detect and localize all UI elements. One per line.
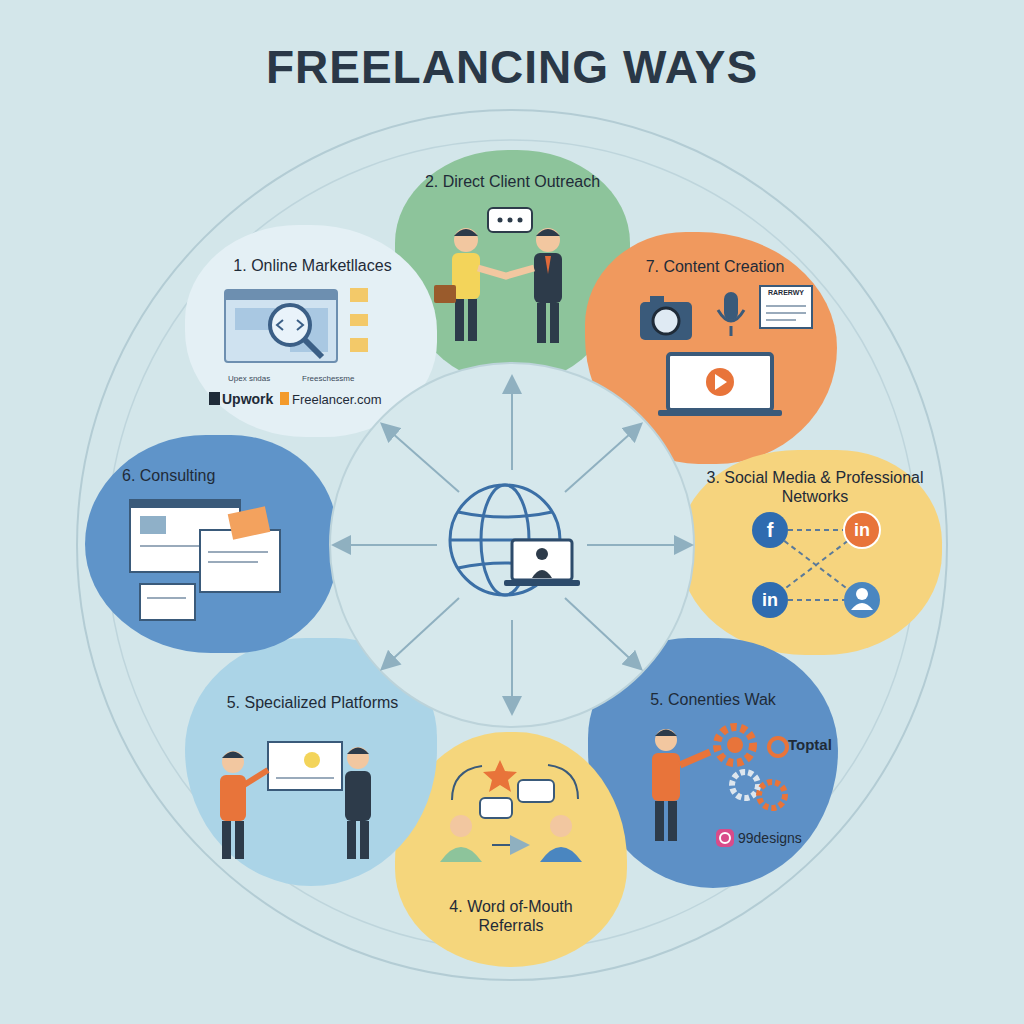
spoke-arrows: [335, 378, 690, 712]
logo-label: Toptal: [788, 736, 848, 754]
logo-label: Freeschessme: [302, 374, 392, 384]
marketplace-illustration: [209, 288, 368, 405]
petal-heading: 2. Direct Client Outreach: [410, 172, 615, 191]
documents-illustration: [130, 500, 280, 620]
presentation-illustration: [220, 742, 371, 859]
logo-label: Freelancer.com: [292, 392, 412, 408]
logo-label: in: [848, 520, 876, 542]
logo-label: Upwork: [222, 391, 284, 408]
petal-heading: 7. Content Creation: [610, 257, 820, 276]
petal-node: 6. Consulting: [85, 435, 337, 653]
petal-node: 7. Content CreationRARERWY: [585, 232, 837, 464]
petal-heading: 6. Consulting: [122, 466, 312, 485]
outer-ring: [77, 110, 947, 980]
petal-heading: 5. Specialized Platforms: [200, 693, 425, 712]
handshake-illustration: [434, 208, 562, 343]
logo-label: Upex sndas: [228, 374, 298, 384]
gears-illustration: [652, 727, 787, 847]
logo-label: f: [758, 518, 782, 542]
petal-heading: 5. Conenties Wak: [608, 690, 818, 709]
logo-label: in: [756, 590, 784, 612]
petal-node: 3. Social Media & Professional Networks f…: [680, 450, 942, 655]
globe-icon: [450, 485, 560, 595]
petal-heading: 4. Word of-Mouth Referrals: [425, 897, 597, 935]
logo-label: RARERWY: [762, 289, 810, 297]
center-circle: [330, 363, 694, 727]
petal-heading: 1. Online Marketllaces: [200, 256, 425, 275]
content-illustration: [640, 286, 812, 416]
laptop-icon: [504, 540, 580, 586]
petal-node: 1. Online MarketllacesUpex sndas Freesche…: [185, 225, 437, 437]
logo-label: 99designs: [738, 830, 828, 847]
social-illustration: [752, 512, 880, 618]
diagram-title: FREELANCING WAYS: [0, 40, 1024, 94]
petal-heading: 3. Social Media & Professional Networks: [700, 468, 930, 506]
referral-illustration: [440, 760, 582, 862]
